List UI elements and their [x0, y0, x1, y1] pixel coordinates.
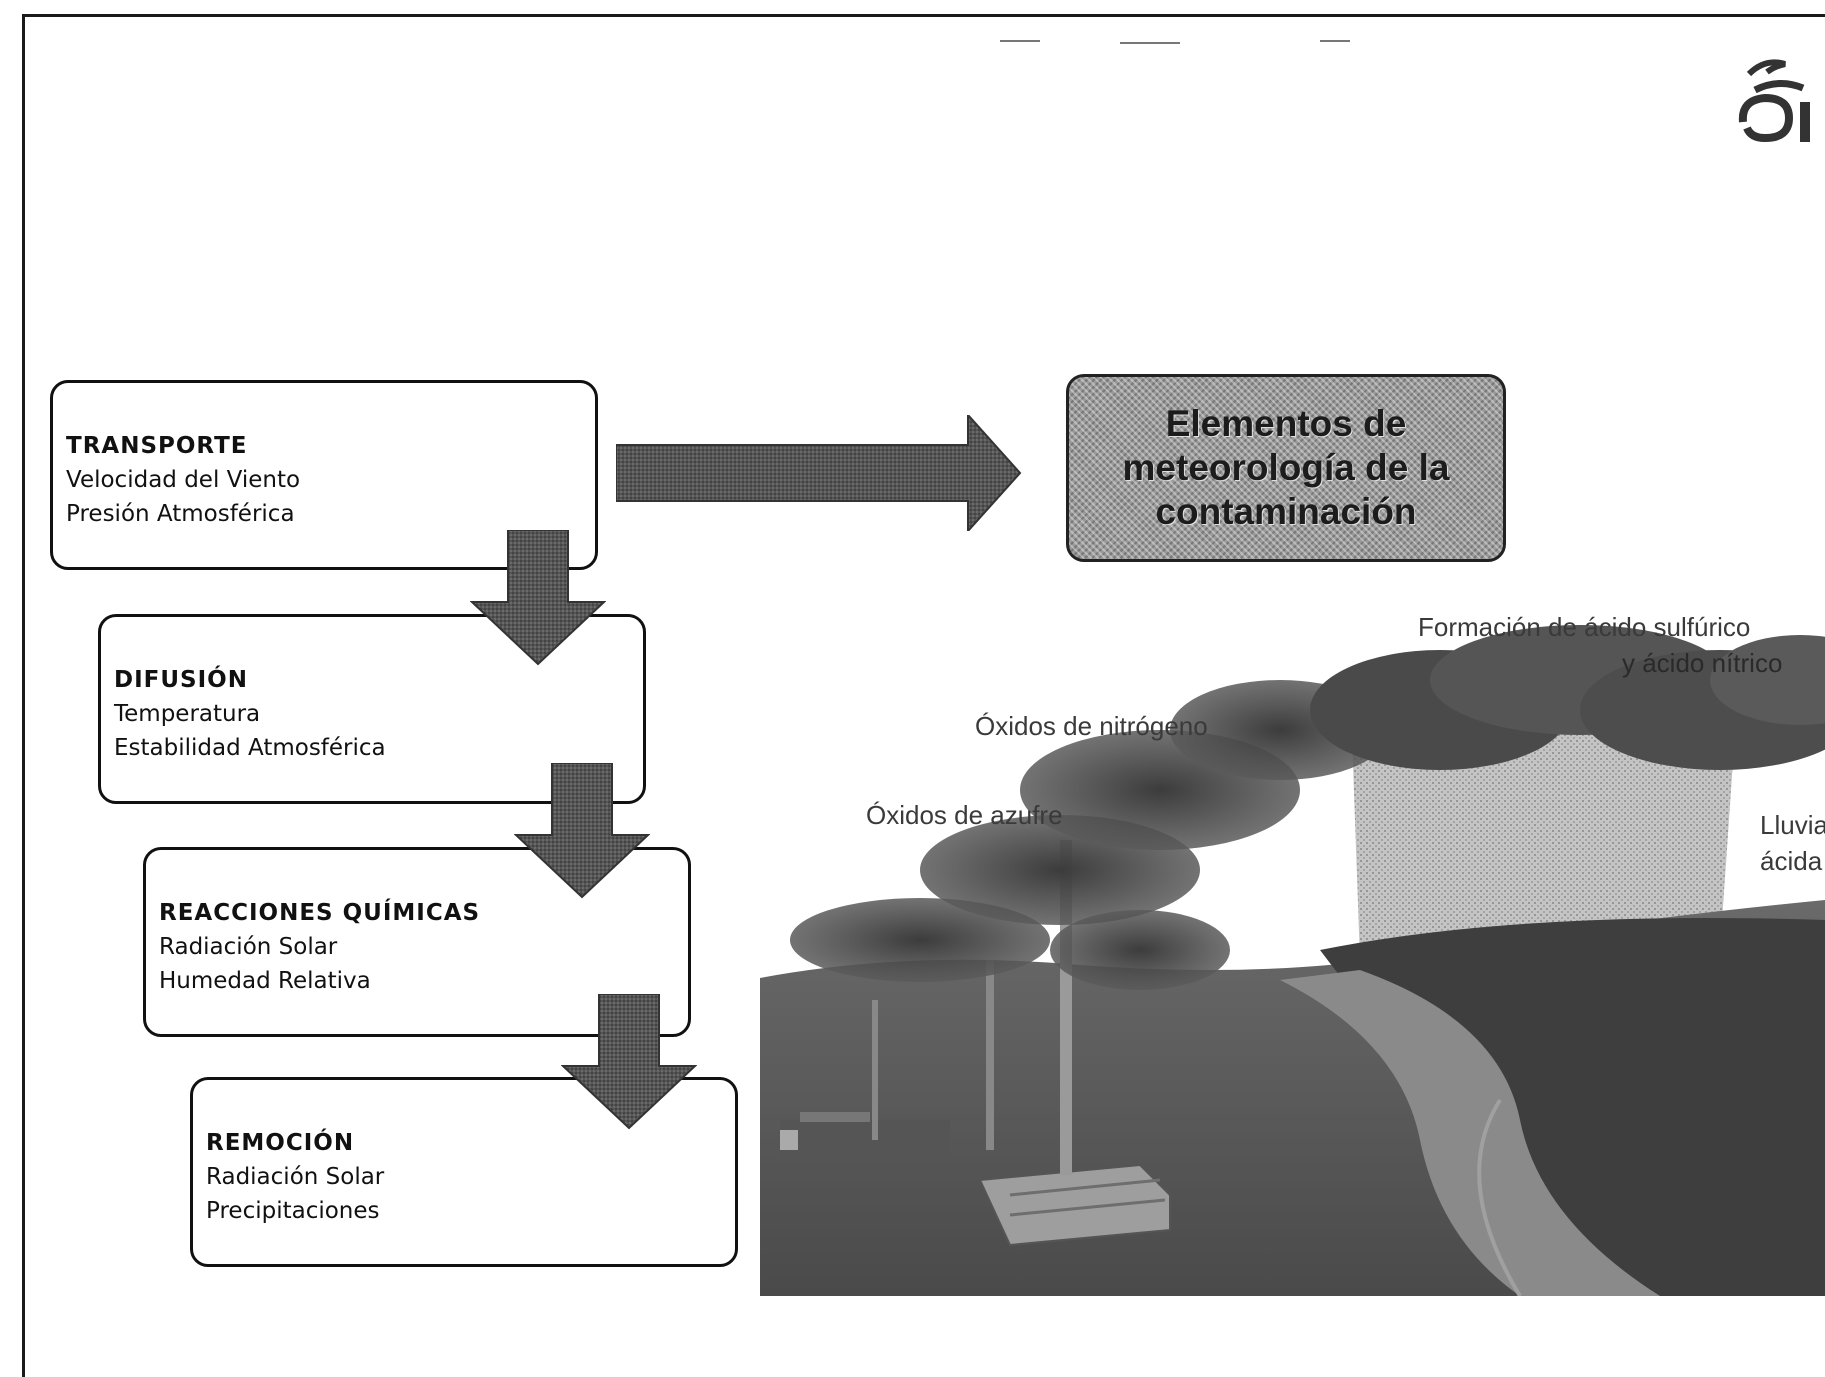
scan-artifact [1320, 40, 1350, 42]
slide-frame [22, 14, 1825, 1377]
diagram-title-box: Elementos de meteorología de la contamin… [1066, 374, 1506, 562]
label-acid-formation-line2: y ácido nítrico [1622, 648, 1783, 678]
label-acid-rain-line2: ácida [1760, 846, 1823, 876]
stage-title: TRANSPORTE [66, 433, 248, 459]
diagram-title: Elementos de meteorología de la contamin… [1122, 403, 1450, 532]
stage-factor: Precipitaciones [206, 1198, 380, 1224]
stage-factor: Estabilidad Atmosférica [114, 735, 386, 761]
stage-factor: Presión Atmosférica [66, 501, 295, 527]
label-nitrogen-oxides: Óxidos de nitrógeno [975, 711, 1208, 741]
stage-factor: Temperatura [114, 701, 261, 727]
flow-arrow-down [514, 763, 650, 899]
main-arrow-right [616, 415, 1022, 531]
flow-arrow-down [561, 994, 697, 1130]
stage-box-transporte: TRANSPORTE Velocidad del Viento Presión … [50, 380, 598, 570]
stage-factor: Humedad Relativa [159, 968, 371, 994]
organization-logo [1738, 59, 1810, 143]
label-acid-rain: Lluvia [1760, 810, 1825, 840]
acid-rain-illustration [760, 625, 1825, 1296]
scan-artifact [1120, 42, 1180, 44]
flow-arrow-down [470, 530, 606, 666]
stage-title: REACCIONES QUÍMICAS [159, 900, 481, 926]
stage-title: REMOCIÓN [206, 1130, 355, 1156]
stage-factor: Radiación Solar [159, 934, 338, 960]
label-sulfur-oxides: Óxidos de azufre [866, 800, 1063, 830]
label-acid-formation: Formación de ácido sulfúrico [1418, 612, 1751, 642]
stage-factor: Radiación Solar [206, 1164, 385, 1190]
stage-title: DIFUSIÓN [114, 667, 248, 693]
scan-artifact [1000, 40, 1040, 42]
stage-factor: Velocidad del Viento [66, 467, 301, 493]
